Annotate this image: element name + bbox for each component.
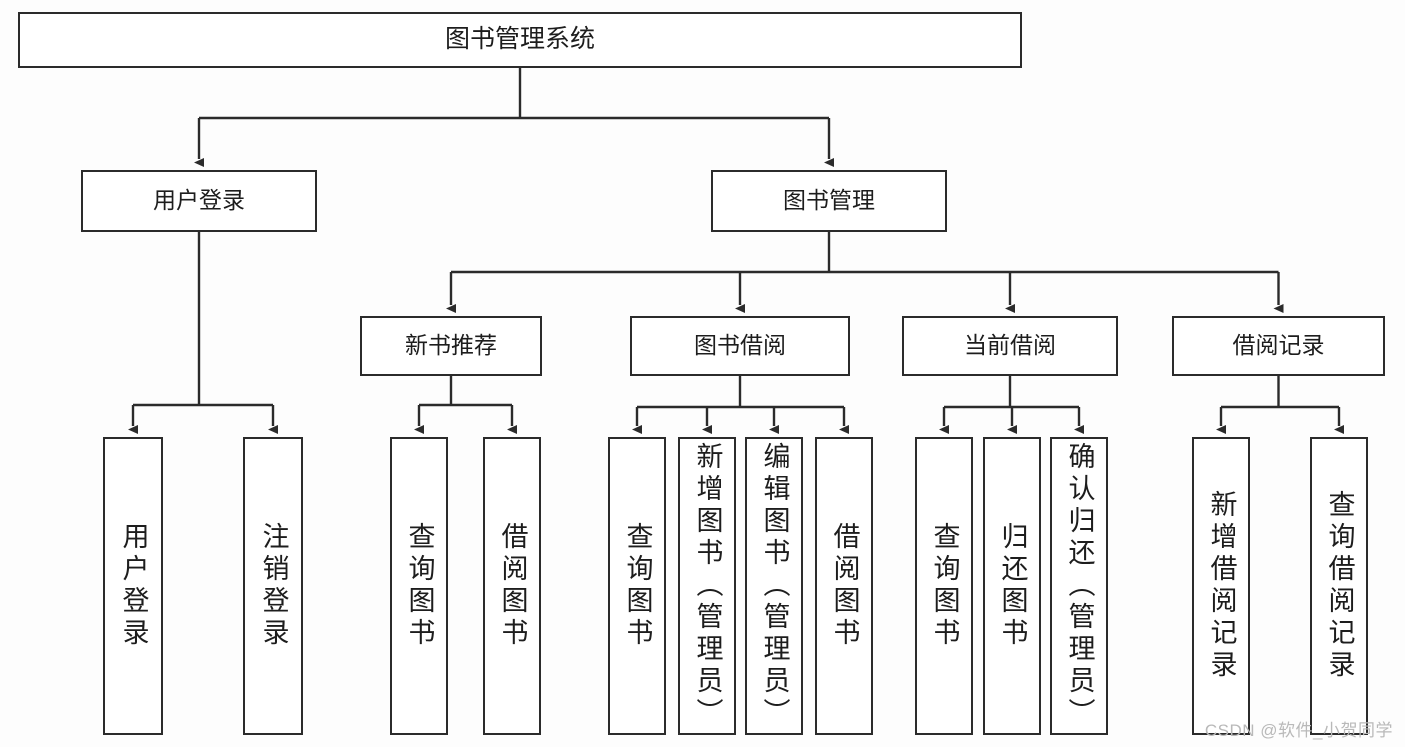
node-current-borrow[interactable]: 当前借阅 <box>902 316 1118 376</box>
node-book-borrow[interactable]: 图书借阅 <box>630 316 850 376</box>
node-label-book-borrow: 图书借阅 <box>694 332 786 359</box>
node-leaf-query-book-borrow[interactable]: 查询图书 <box>608 437 666 735</box>
node-label-leaf-borrow-book: 借阅图书 <box>829 522 860 650</box>
node-label-leaf-user-login: 用户登录 <box>118 522 149 650</box>
node-label-leaf-add-borrow-record: 新增借阅记录 <box>1206 490 1237 682</box>
node-label-leaf-query-book-current: 查询图书 <box>929 522 960 650</box>
node-leaf-edit-book-admin[interactable]: 编辑图书（管理员） <box>745 437 803 735</box>
node-label-leaf-return-book: 归还图书 <box>997 522 1028 650</box>
node-borrow-record[interactable]: 借阅记录 <box>1172 316 1385 376</box>
node-label-leaf-query-book-recommend: 查询图书 <box>404 522 435 650</box>
node-label-leaf-query-borrow-record: 查询借阅记录 <box>1324 490 1355 682</box>
node-label-book-management: 图书管理 <box>783 187 875 214</box>
node-leaf-logout-login[interactable]: 注销登录 <box>243 437 303 735</box>
node-label-root: 图书管理系统 <box>444 25 595 54</box>
node-label-leaf-add-book-admin: 新增图书（管理员） <box>692 442 723 730</box>
node-user-login[interactable]: 用户登录 <box>81 170 317 232</box>
node-leaf-user-login[interactable]: 用户登录 <box>103 437 163 735</box>
csdn-watermark: CSDN @软件_小贺同学 <box>1204 721 1393 740</box>
node-label-leaf-logout-login: 注销登录 <box>258 522 289 650</box>
node-leaf-confirm-return-admin[interactable]: 确认归还（管理员） <box>1050 437 1108 735</box>
node-label-current-borrow: 当前借阅 <box>964 332 1056 359</box>
node-leaf-query-book-recommend[interactable]: 查询图书 <box>390 437 448 735</box>
node-label-user-login: 用户登录 <box>153 187 245 214</box>
node-root[interactable]: 图书管理系统 <box>18 12 1022 68</box>
node-book-management[interactable]: 图书管理 <box>711 170 947 232</box>
node-label-leaf-borrow-book-recommend: 借阅图书 <box>497 522 528 650</box>
node-leaf-borrow-book-recommend[interactable]: 借阅图书 <box>483 437 541 735</box>
connector-lines <box>128 68 1344 434</box>
node-leaf-return-book[interactable]: 归还图书 <box>983 437 1041 735</box>
node-label-leaf-query-book-borrow: 查询图书 <box>622 522 653 650</box>
node-leaf-add-borrow-record[interactable]: 新增借阅记录 <box>1192 437 1250 735</box>
node-leaf-borrow-book[interactable]: 借阅图书 <box>815 437 873 735</box>
node-label-leaf-edit-book-admin: 编辑图书（管理员） <box>759 442 790 730</box>
node-leaf-add-book-admin[interactable]: 新增图书（管理员） <box>678 437 736 735</box>
node-label-new-book-recommend: 新书推荐 <box>405 332 497 359</box>
node-label-borrow-record: 借阅记录 <box>1232 332 1325 359</box>
node-label-leaf-confirm-return-admin: 确认归还（管理员） <box>1064 442 1095 730</box>
node-new-book-recommend[interactable]: 新书推荐 <box>360 316 542 376</box>
node-leaf-query-book-current[interactable]: 查询图书 <box>915 437 973 735</box>
node-leaf-query-borrow-record[interactable]: 查询借阅记录 <box>1310 437 1368 735</box>
